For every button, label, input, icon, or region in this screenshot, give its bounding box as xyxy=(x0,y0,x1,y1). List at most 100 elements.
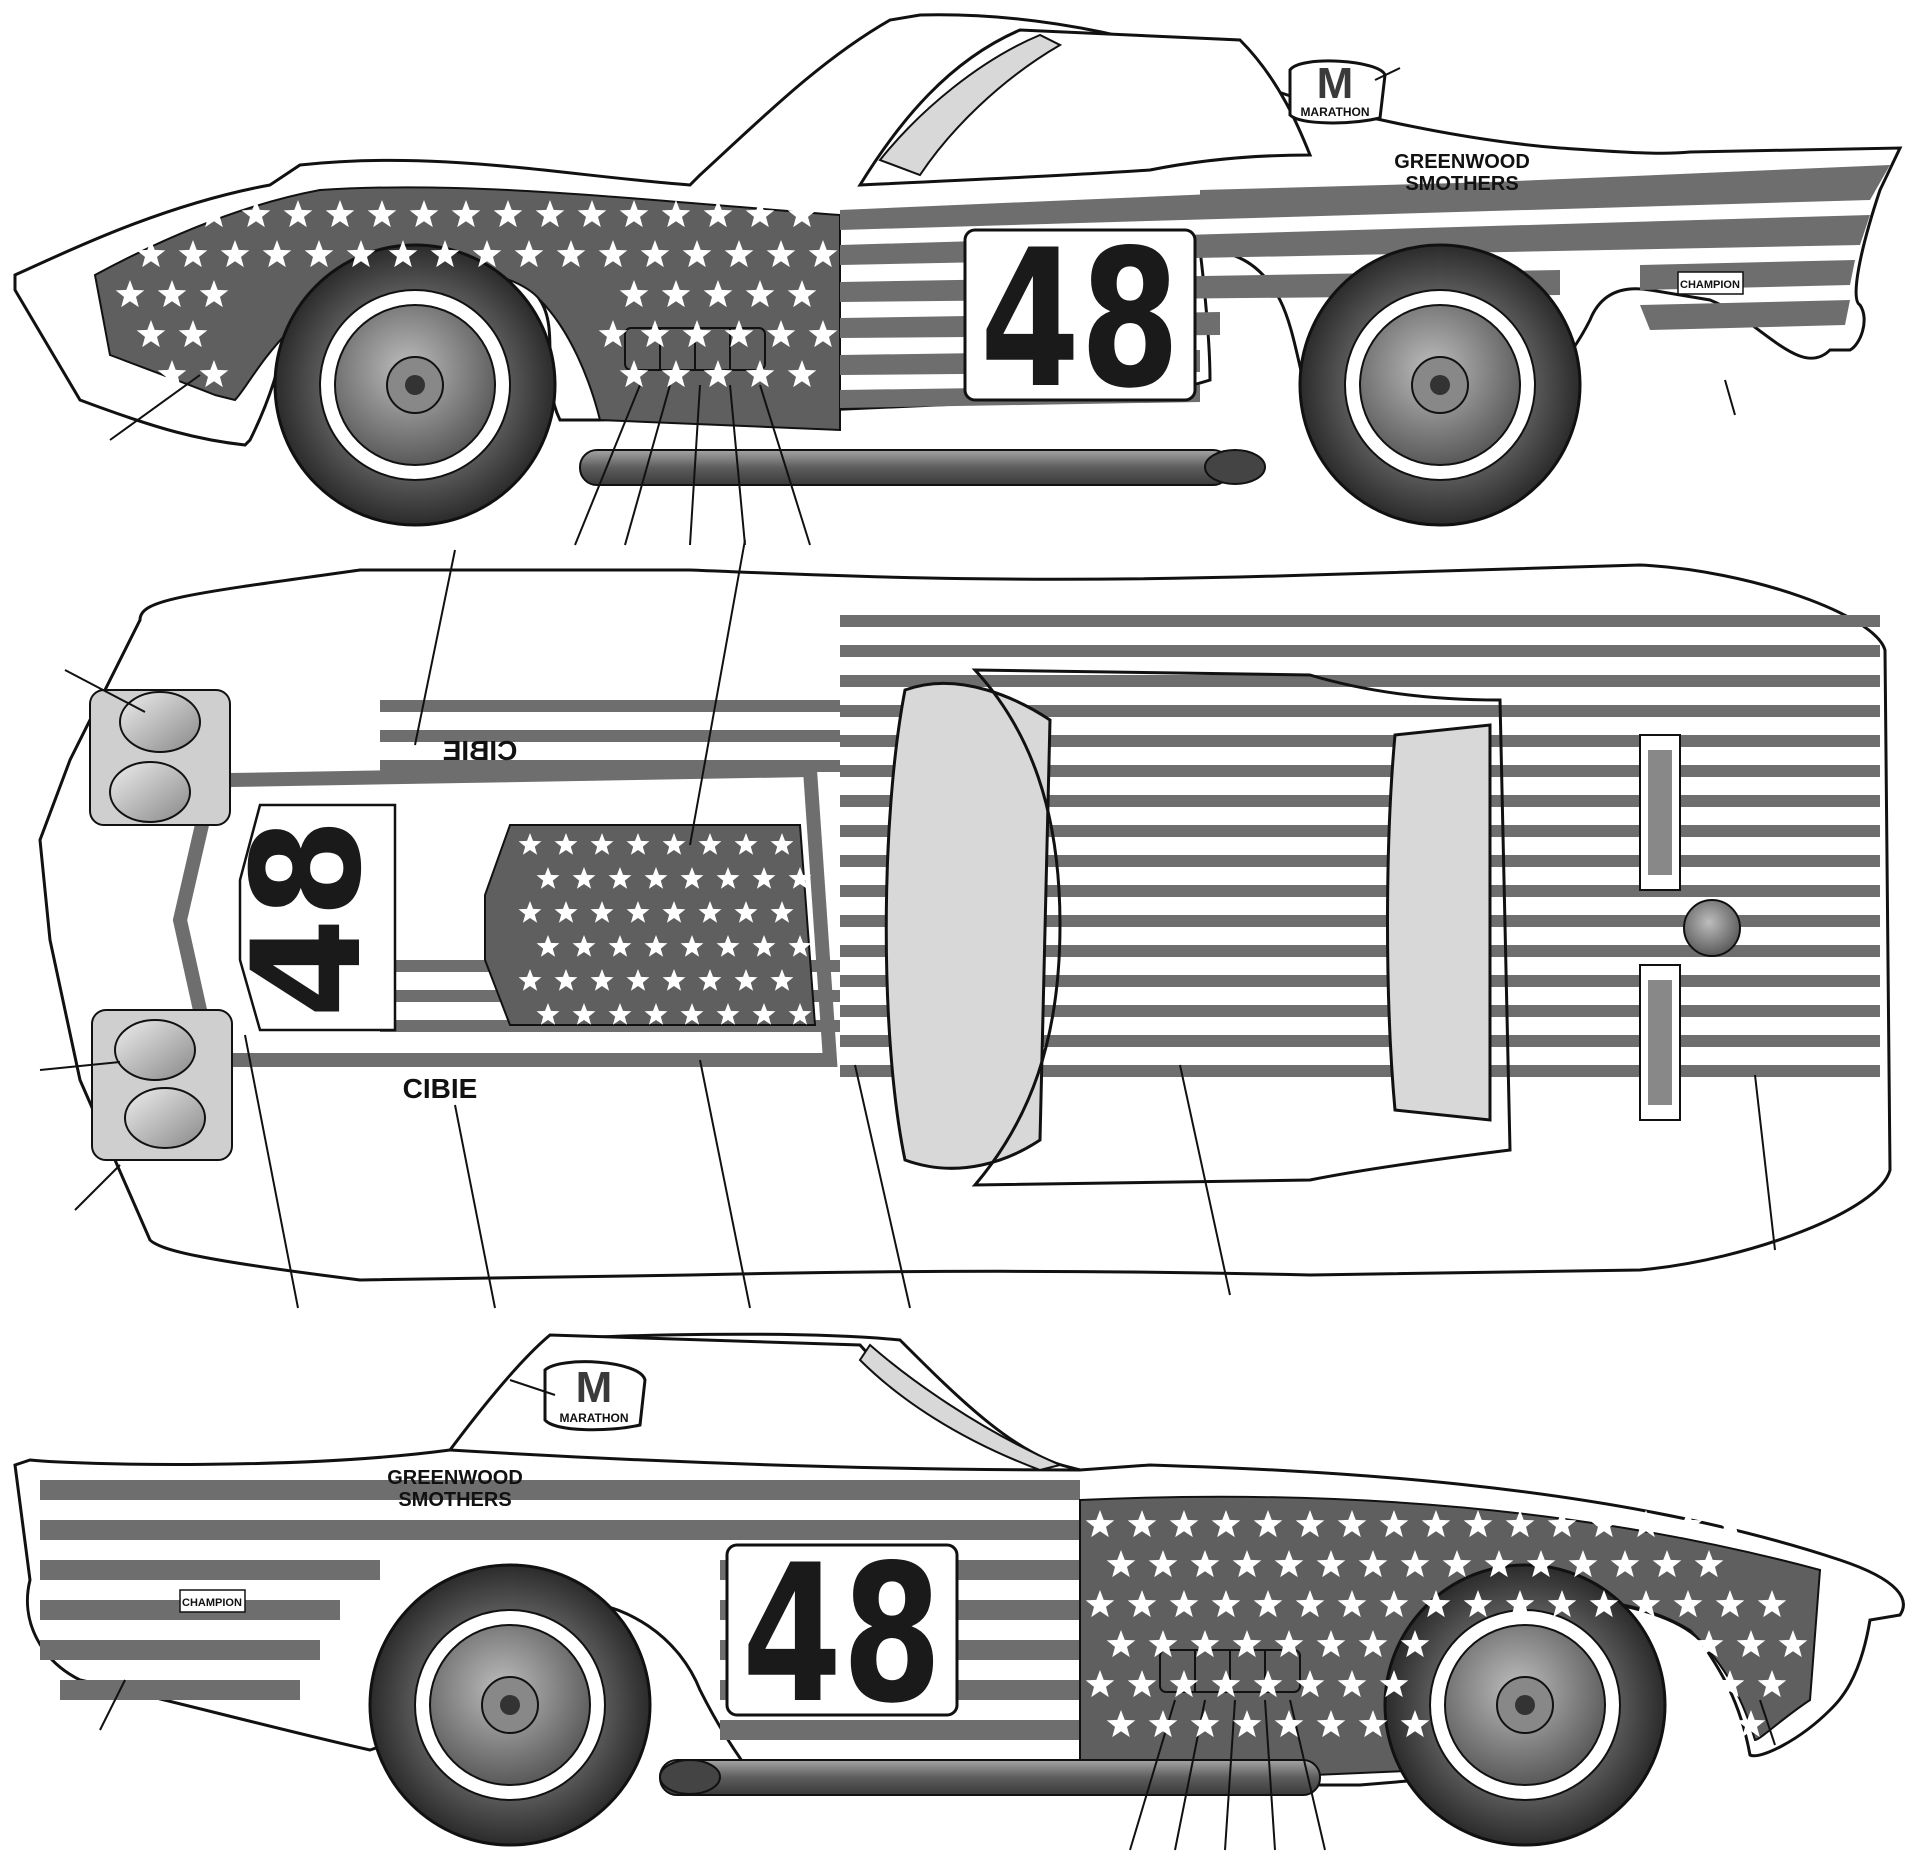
team-line1-side-2: GREENWOOD xyxy=(387,1467,523,1489)
champion-decal-frame-1 xyxy=(1677,271,1744,295)
side-exhaust-2 xyxy=(659,1759,1321,1796)
team-line1-side-1: GREENWOOD xyxy=(1394,151,1530,173)
star xyxy=(572,1003,596,1025)
windshield-1 xyxy=(878,33,1063,177)
star xyxy=(1673,1590,1703,1618)
star xyxy=(304,240,334,268)
star xyxy=(1400,1630,1430,1658)
star xyxy=(619,360,649,388)
star xyxy=(682,240,712,268)
star xyxy=(1190,1630,1220,1658)
star xyxy=(716,935,740,957)
marathon-letter-2: M xyxy=(576,1363,613,1412)
star xyxy=(1295,1590,1325,1618)
star xyxy=(157,280,187,308)
star xyxy=(1715,1670,1745,1698)
star xyxy=(367,200,397,228)
star xyxy=(745,280,775,308)
star xyxy=(619,200,649,228)
race-number-side-2: 48 xyxy=(742,1524,942,1745)
star xyxy=(536,935,560,957)
star xyxy=(608,867,632,889)
marathon-name-1: MARATHON xyxy=(1300,105,1369,119)
star xyxy=(788,935,812,957)
star xyxy=(1736,1630,1766,1658)
star xyxy=(472,240,502,268)
top-headlamps-left xyxy=(89,689,231,826)
star xyxy=(1169,1510,1199,1538)
star xyxy=(1085,1590,1115,1618)
star xyxy=(1463,1590,1493,1618)
star xyxy=(577,200,607,228)
star xyxy=(598,320,628,348)
star xyxy=(1211,1510,1241,1538)
star xyxy=(590,833,614,855)
star xyxy=(1652,1550,1682,1578)
star xyxy=(1463,1510,1493,1538)
star xyxy=(640,320,670,348)
hood-border-stripe xyxy=(172,762,838,1067)
star xyxy=(1400,1710,1430,1738)
star xyxy=(661,360,691,388)
star xyxy=(1715,1510,1745,1538)
star xyxy=(1778,1630,1808,1658)
star xyxy=(698,833,722,855)
star xyxy=(1589,1510,1619,1538)
star xyxy=(752,935,776,957)
star xyxy=(1421,1510,1451,1538)
star xyxy=(1190,1710,1220,1738)
star xyxy=(1358,1630,1388,1658)
star xyxy=(1610,1550,1640,1578)
fuel-filler-cap xyxy=(1683,899,1741,957)
star xyxy=(724,240,754,268)
star xyxy=(1232,1550,1262,1578)
star xyxy=(1337,1670,1367,1698)
race-number-side-1: 48 xyxy=(980,209,1180,430)
team-line2-side-1: SMOTHERS xyxy=(1405,173,1518,195)
star xyxy=(682,320,712,348)
star xyxy=(536,867,560,889)
star xyxy=(554,969,578,991)
star xyxy=(1085,1510,1115,1538)
star xyxy=(1547,1510,1577,1538)
star xyxy=(1379,1590,1409,1618)
exhaust-tip-2 xyxy=(659,1759,721,1795)
star xyxy=(199,280,229,308)
star xyxy=(661,280,691,308)
star xyxy=(1421,1590,1451,1618)
star xyxy=(1442,1550,1472,1578)
top-roof xyxy=(971,668,1512,1187)
star xyxy=(199,200,229,228)
star xyxy=(598,240,628,268)
star xyxy=(1547,1590,1577,1618)
star xyxy=(608,935,632,957)
star xyxy=(136,240,166,268)
star xyxy=(626,901,650,923)
star xyxy=(518,969,542,991)
star xyxy=(1358,1710,1388,1738)
star xyxy=(1127,1670,1157,1698)
star xyxy=(808,320,838,348)
star xyxy=(808,240,838,268)
star xyxy=(1337,1590,1367,1618)
star xyxy=(1316,1710,1346,1738)
star xyxy=(241,200,271,228)
star xyxy=(766,240,796,268)
top-rear-window xyxy=(1386,723,1492,1122)
star xyxy=(1295,1510,1325,1538)
star xyxy=(451,200,481,228)
star xyxy=(1253,1670,1283,1698)
top-star-field xyxy=(484,824,817,1026)
star xyxy=(1631,1590,1661,1618)
star xyxy=(1169,1670,1199,1698)
star xyxy=(1694,1630,1724,1658)
star xyxy=(590,901,614,923)
star xyxy=(787,360,817,388)
star xyxy=(1274,1630,1304,1658)
star xyxy=(745,360,775,388)
marathon-badge-2 xyxy=(543,1360,647,1432)
star xyxy=(1127,1590,1157,1618)
star xyxy=(115,280,145,308)
rear-wheel-1 xyxy=(1298,243,1582,527)
